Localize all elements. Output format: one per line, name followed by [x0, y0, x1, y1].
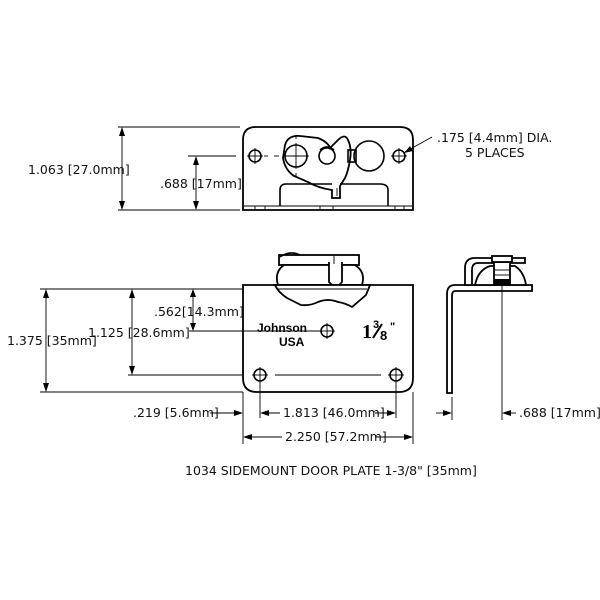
dim-edge-to-hole: .219 [5.6mm] — [133, 405, 219, 420]
arrow-icon — [260, 410, 269, 416]
mounting-hole-icon — [252, 367, 268, 383]
arrow-icon — [129, 289, 135, 298]
svg-text:8: 8 — [380, 328, 387, 343]
arrow-icon — [193, 156, 199, 165]
latch-notch-arc — [319, 146, 335, 151]
brand-logo-johnson: Johnson — [257, 321, 307, 335]
arrow-icon — [404, 146, 413, 153]
latch-notch — [318, 147, 336, 165]
mounting-hole-icon — [247, 148, 263, 164]
hole-callout-line2: 5 PLACES — [465, 145, 525, 160]
arrow-icon — [387, 410, 396, 416]
front-latch-bolt — [328, 262, 343, 287]
dim-lower-hole-height: 1.125 [28.6mm] — [88, 325, 190, 340]
hole-callout-line1: .175 [4.4mm] DIA. — [437, 130, 552, 145]
svg-text:1: 1 — [362, 321, 372, 343]
arrow-icon — [502, 410, 511, 416]
svg-text:": " — [390, 321, 395, 333]
size-mark: 1 3 8 " — [362, 319, 395, 343]
dim-overall-height-top: 1.063 [27.0mm] — [28, 162, 130, 177]
dim-overall-height-front: 1.375 [35mm] — [7, 333, 97, 348]
mounting-hole-icon — [388, 367, 404, 383]
drawing-title: 1034 SIDEMOUNT DOOR PLATE 1-3/8" [35mm] — [185, 463, 477, 478]
top-view-raised-area — [279, 183, 389, 206]
dim-hole-spacing: 1.813 [46.0mm] — [283, 405, 385, 420]
front-latch-cap — [279, 252, 301, 258]
brand-logo-usa: USA — [279, 335, 305, 349]
front-latch-top-bar — [278, 254, 360, 266]
mounting-hole-icon — [319, 323, 335, 339]
latch-roller — [353, 140, 385, 172]
top-view: 1.063 [27.0mm] .688 [17mm] .175 [4.4mm] … — [28, 126, 552, 211]
side-view: .688 [17mm] — [436, 255, 600, 420]
front-view-plate-outline — [242, 284, 414, 393]
dim-side-offset: .688 [17mm] — [519, 405, 600, 420]
arrow-icon — [190, 323, 196, 331]
arrow-icon — [129, 366, 135, 375]
side-latch-arm — [464, 257, 526, 286]
arrow-icon — [119, 201, 125, 210]
side-latch-spring — [494, 279, 510, 284]
dim-overall-width: 2.250 [57.2mm] — [285, 429, 387, 444]
arrow-icon — [243, 434, 252, 440]
front-latch-housing — [275, 264, 364, 286]
front-cam-profile — [273, 284, 372, 309]
arrow-icon — [190, 289, 196, 297]
dim-hole-height-top: .688 [17mm] — [160, 176, 242, 191]
arrow-icon — [193, 201, 199, 210]
dim-center-offset: .562[14.3mm] — [154, 304, 244, 319]
arrow-icon — [119, 127, 125, 136]
arrow-icon — [43, 289, 49, 298]
arrow-icon — [443, 410, 452, 416]
side-latch-cap — [491, 255, 513, 263]
latch-tab — [347, 149, 357, 163]
svg-text:3: 3 — [373, 319, 379, 331]
arrow-icon — [404, 434, 413, 440]
arrow-icon — [43, 383, 49, 392]
mounting-hole-icon — [391, 148, 407, 164]
front-view: Johnson USA 1 3 8 " — [7, 252, 414, 444]
arrow-icon — [234, 410, 243, 416]
side-view-bracket — [446, 284, 533, 394]
